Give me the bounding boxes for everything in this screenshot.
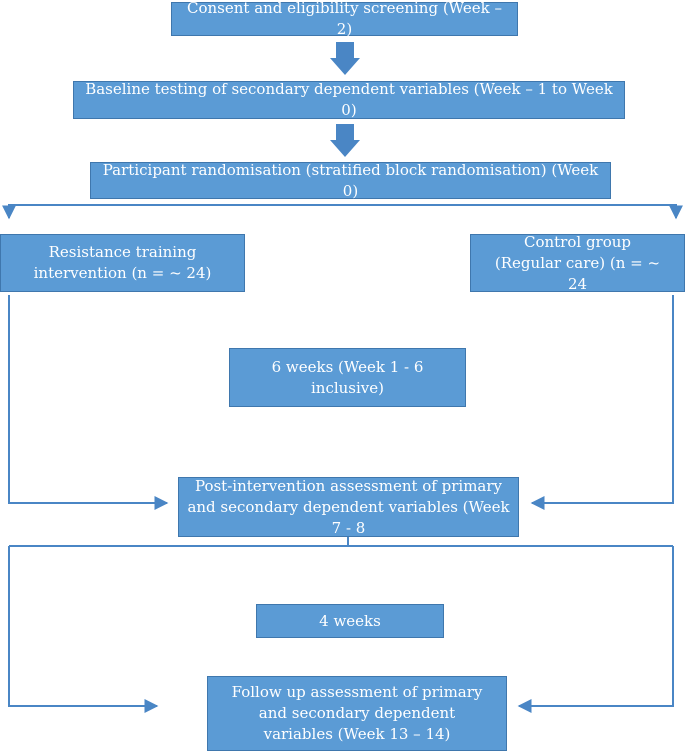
- post-intervention-assessment-box: Post-intervention assessment of primary …: [178, 477, 519, 537]
- control-to-post-connector: [530, 295, 674, 510]
- six-weeks-box: 6 weeks (Week 1 - 6 inclusive): [229, 348, 466, 407]
- four-weeks-box: 4 weeks: [256, 604, 444, 638]
- randomisation-box: Participant randomisation (stratified bl…: [90, 161, 611, 200]
- baseline-testing-box: Baseline testing of secondary dependent …: [73, 80, 625, 119]
- resistance-to-post-connector: [8, 295, 169, 510]
- down-arrow-1: [330, 42, 360, 75]
- follow-up-assessment-box: Follow up assessment of primary and seco…: [207, 676, 507, 751]
- post-to-followup-connector: [8, 537, 674, 713]
- randomisation-split-connector: [2, 204, 683, 220]
- resistance-training-box: Resistance training intervention (n = ~ …: [0, 234, 245, 292]
- control-group-box: Control group (Regular care) (n = ~ 24: [470, 233, 685, 293]
- down-arrow-2: [330, 124, 360, 157]
- consent-screening-box: Consent and eligibility screening (Week …: [171, 0, 518, 38]
